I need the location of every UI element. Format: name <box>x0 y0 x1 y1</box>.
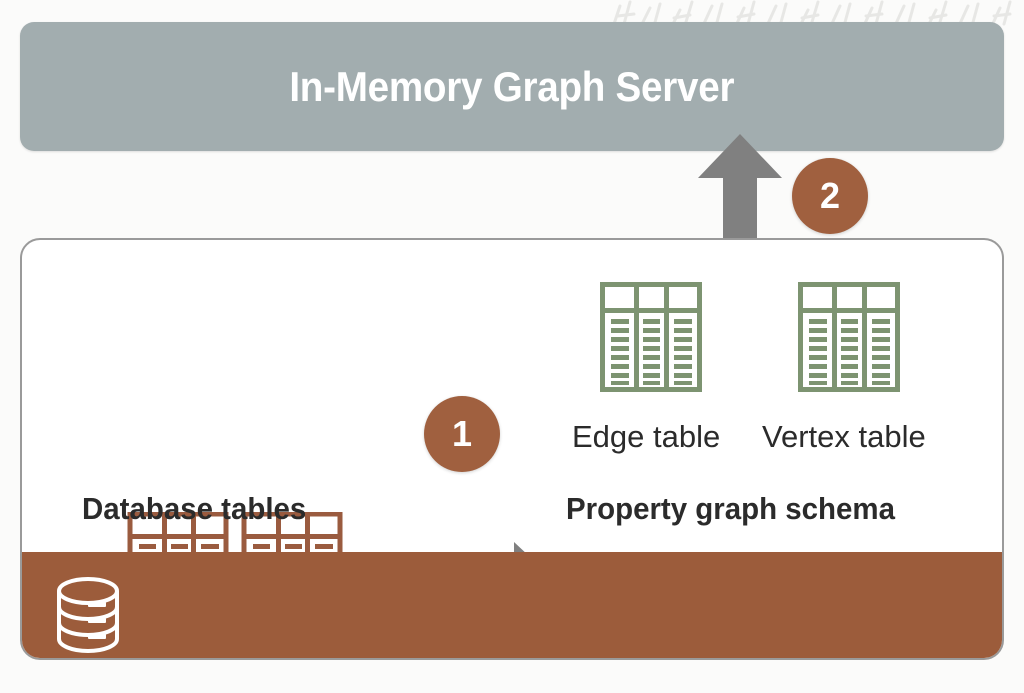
step-badge-1: 1 <box>424 396 500 472</box>
server-title: In-Memory Graph Server <box>289 62 735 110</box>
property-graph-schema-label: Property graph schema <box>566 491 895 526</box>
step-badge-2: 2 <box>792 158 868 234</box>
load-arrow-up-icon <box>698 134 782 242</box>
edge-table-label: Edge table <box>572 419 721 454</box>
step-badge-1-number: 1 <box>451 413 473 454</box>
vertex-table-label: Vertex table <box>762 419 926 454</box>
database-cylinder-icon <box>57 577 119 653</box>
vertex-table-icon <box>798 282 900 392</box>
step-badge-2-number: 2 <box>819 175 841 216</box>
edge-table-icon <box>600 282 702 392</box>
database-footer-strip <box>22 552 1002 658</box>
database-panel: 1 <box>20 238 1004 660</box>
in-memory-graph-server-box: In-Memory Graph Server <box>20 22 1004 151</box>
database-tables-label: Database tables <box>82 491 307 526</box>
